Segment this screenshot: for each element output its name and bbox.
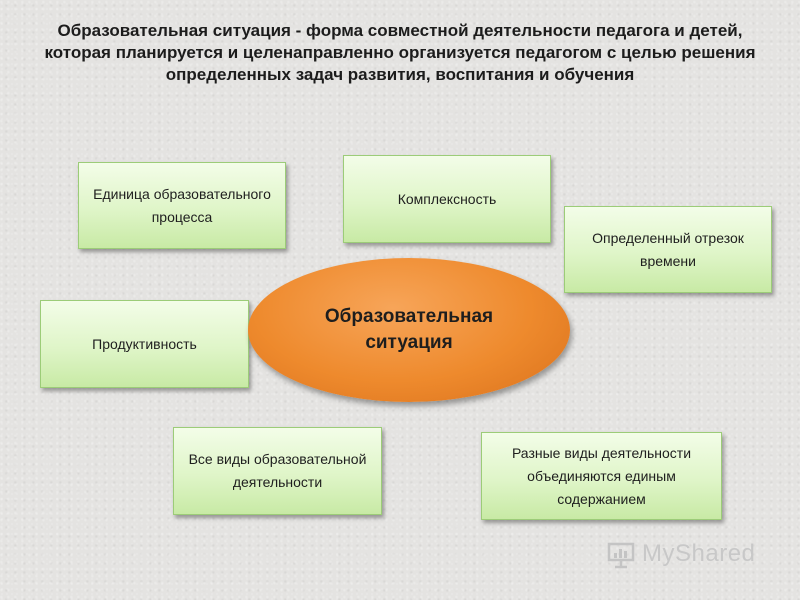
box-complexity-label: Комплексность xyxy=(397,190,497,207)
watermark-logo: MyShared xyxy=(606,536,755,572)
box-time-period: Определенный отрезок времени xyxy=(564,206,772,293)
box-time-period-label: Определенный отрезок времени xyxy=(592,229,744,269)
box-complexity: Комплексность xyxy=(343,155,551,243)
presentation-icon xyxy=(607,542,635,569)
box-productivity-label: Продуктивность xyxy=(92,335,197,352)
box-all-activity-types: Все виды образовательной деятельности xyxy=(173,427,382,515)
box-productivity: Продуктивность xyxy=(40,300,249,388)
box-all-activity-types-label: Все виды образовательной деятельности xyxy=(188,451,367,490)
slide-title: Образовательная ситуация - форма совмест… xyxy=(44,21,756,84)
box-different-activity-types-label: Разные виды деятельности объединяются ед… xyxy=(511,444,692,507)
box-unit-of-process-label: Единица образовательного процесса xyxy=(93,185,271,225)
box-unit-of-process: Единица образовательного процесса xyxy=(78,162,286,249)
watermark-text: MyShared xyxy=(642,540,756,567)
box-different-activity-types: Разные виды деятельности объединяются ед… xyxy=(481,432,722,520)
center-ellipse-label: Образовательная ситуация xyxy=(324,306,494,353)
center-ellipse: Образовательная ситуация xyxy=(248,258,570,402)
